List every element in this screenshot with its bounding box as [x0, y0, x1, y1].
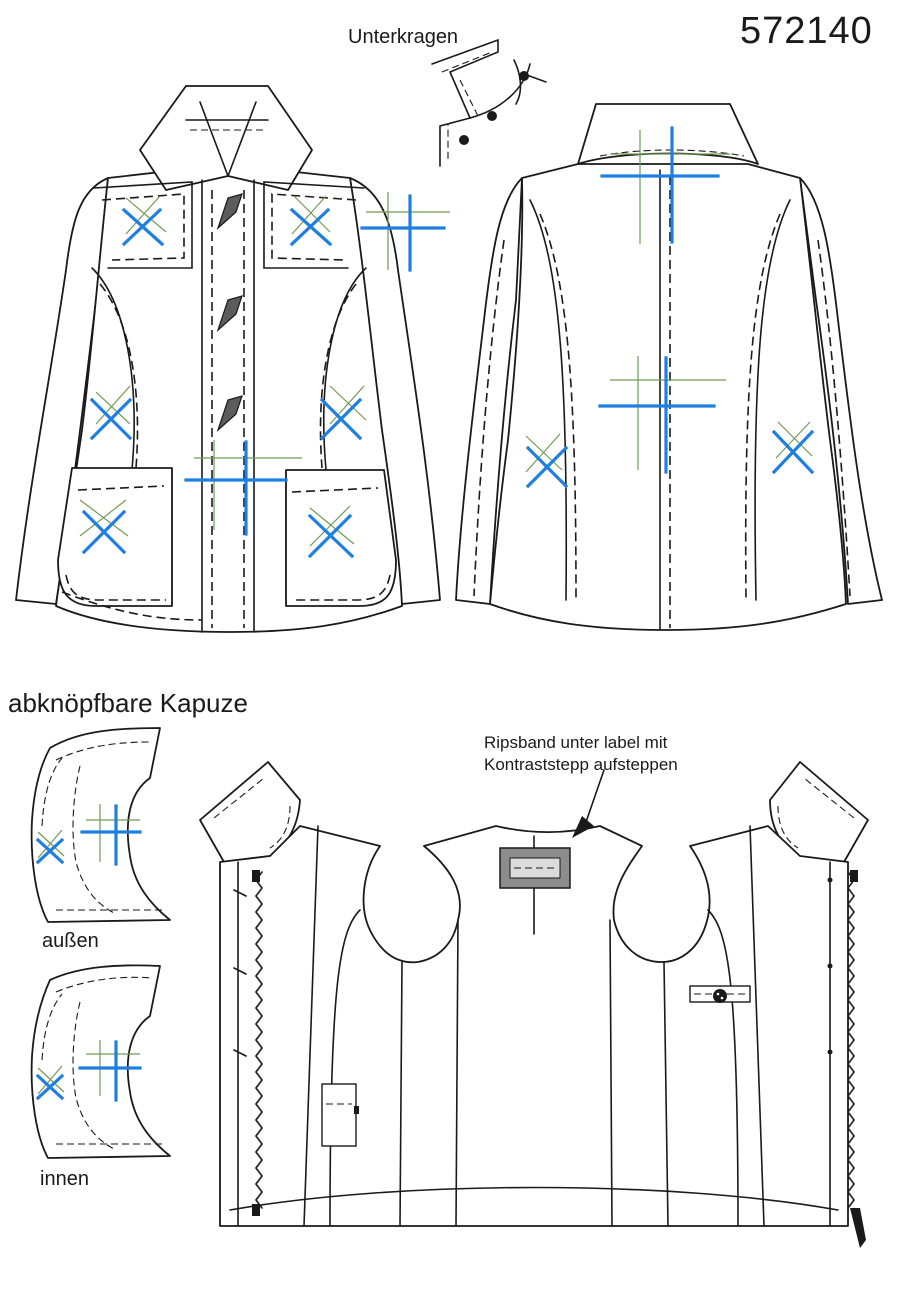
grosgrain-note: Ripsband unter label mit Kontraststepp a…	[484, 733, 678, 774]
hood-inside-label: innen	[40, 1168, 89, 1190]
hood-outside	[30, 727, 171, 923]
lining-outline	[219, 825, 849, 1227]
back-view	[455, 103, 883, 631]
under-collar-detail	[431, 38, 547, 167]
back-body	[489, 163, 847, 631]
front-view	[15, 85, 450, 633]
inside-view	[199, 761, 869, 1248]
article-number: 572140	[740, 10, 873, 52]
front-left-sleeve	[15, 177, 109, 605]
toggle-button-1	[216, 193, 243, 230]
toggle-button-3	[216, 395, 243, 432]
hood-title: abknöpfbare Kapuze	[8, 688, 248, 718]
hood-outside-label: außen	[42, 930, 99, 952]
left-pocket	[57, 467, 173, 607]
left-zipper	[255, 871, 263, 1209]
right-pocket	[285, 469, 397, 607]
front-placket	[201, 179, 255, 633]
left-yoke	[93, 181, 193, 269]
right-zipper	[847, 871, 855, 1209]
back-right-sleeve	[799, 177, 883, 605]
front-collar	[139, 85, 313, 191]
inside-pocket	[321, 1083, 357, 1147]
back-left-sleeve	[455, 177, 523, 605]
under-collar-label: Unterkragen	[348, 26, 459, 48]
toggle-button-2	[216, 295, 243, 332]
hood-inside	[30, 964, 171, 1159]
right-yoke	[263, 181, 365, 269]
back-grain-marks	[525, 126, 815, 489]
front-grain-marks	[79, 192, 450, 559]
